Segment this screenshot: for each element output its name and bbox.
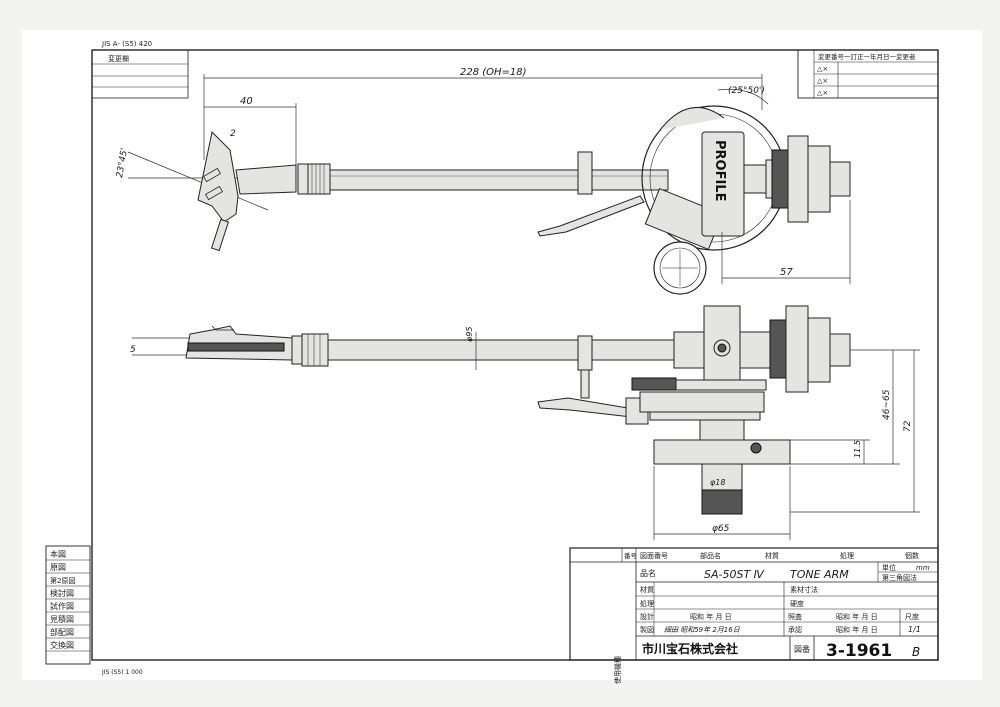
drawing-number: 3-1961 bbox=[826, 641, 892, 661]
part-name: SA-50ST Ⅳ bbox=[704, 568, 765, 581]
arm-rest-side bbox=[577, 335, 593, 371]
corner-stamp: 変更欄 bbox=[108, 54, 129, 63]
col-number: 番号 bbox=[624, 552, 638, 560]
dim-base-dia: φ65 bbox=[712, 524, 730, 534]
check-label: 照査 bbox=[788, 612, 802, 621]
antiskate-arc bbox=[659, 106, 725, 131]
col-drawing-number: 図面番号 bbox=[640, 552, 668, 560]
side-column: 本図 原図 第2原図 検討図 試作図 見積図 部配図 交換図 bbox=[45, 545, 91, 665]
cartridge-wires bbox=[187, 342, 285, 352]
dim-base-height: 11.5 bbox=[853, 440, 862, 458]
col-part-name: 部品名 bbox=[700, 551, 721, 560]
headshell-collar-side bbox=[301, 333, 329, 367]
dim-tube-dia: φ95 bbox=[465, 327, 474, 342]
units-value: mm bbox=[916, 564, 930, 572]
material-label: 材質 bbox=[640, 585, 654, 594]
title-block: 番号 図面番号 部品名 材質 処理 個数 品名 SA-50ST Ⅳ TONE A… bbox=[569, 547, 939, 684]
top-view: 228 (OH=18) 40 23°45' 2 bbox=[115, 67, 851, 295]
col-material: 材質 bbox=[765, 551, 779, 560]
dim-headshell: 40 bbox=[240, 96, 253, 107]
drawn-by: 細田 昭和59年 2月16日 bbox=[664, 626, 741, 634]
dim-pillar-dia: φ18 bbox=[710, 478, 725, 487]
treatment-label: 処理 bbox=[640, 599, 654, 608]
drawing-no-label: 図番 bbox=[794, 644, 810, 654]
revision-box: 変更番号一訂正一年月日一変更者 △× △× △× bbox=[797, 49, 939, 99]
footer-code: JIS (S5) 1 000 bbox=[101, 669, 143, 676]
hardness-label: 硬度 bbox=[790, 599, 804, 608]
side-item-2: 原図 bbox=[50, 563, 66, 572]
revision-header: 変更番号一訂正一年月日一変更者 bbox=[818, 52, 916, 61]
product-name: TONE ARM bbox=[790, 568, 849, 581]
approve-date: 昭和 年 月 日 bbox=[836, 625, 878, 634]
headshell-collar bbox=[307, 163, 331, 195]
approve-label: 承認 bbox=[788, 625, 802, 634]
arm-rest-top bbox=[577, 151, 593, 195]
dim-rear: 57 bbox=[780, 267, 793, 278]
counterweight-side bbox=[785, 305, 809, 393]
usage-label: 使用機種 bbox=[613, 656, 622, 684]
header-code: JIS A- (S5) 420 bbox=[101, 40, 152, 48]
counterweight-knurl-top bbox=[771, 149, 789, 209]
stamp-box bbox=[91, 49, 189, 99]
part-name-label: 品名 bbox=[640, 568, 656, 578]
projection-method: 第三角図法 bbox=[882, 573, 917, 582]
dim-total-length: 228 (OH=18) bbox=[460, 67, 527, 78]
side-item-5: 試作図 bbox=[50, 601, 74, 611]
scale-label: 尺度 bbox=[905, 612, 919, 621]
units-label: 単位 bbox=[882, 563, 896, 572]
dim-arc-angle: (25°50') bbox=[728, 86, 765, 96]
side-view: 5 φ95 bbox=[130, 305, 920, 540]
headshell-top bbox=[197, 130, 239, 223]
arm-tube-side bbox=[327, 339, 675, 361]
drawing-revision: B bbox=[912, 645, 920, 659]
revision-row-3: △× bbox=[817, 89, 828, 97]
side-item-8: 交換図 bbox=[50, 640, 74, 650]
counterweight-top bbox=[787, 135, 809, 223]
dim-total-height: 72 bbox=[903, 420, 913, 432]
arm-tube-top bbox=[329, 169, 669, 191]
revision-row-1: △× bbox=[817, 65, 828, 73]
thickness-label: 素材寸法 bbox=[790, 585, 818, 594]
col-treatment: 処理 bbox=[840, 551, 854, 560]
company-name: 市川宝石株式会社 bbox=[642, 641, 738, 656]
revision-row-2: △× bbox=[817, 77, 828, 85]
base-flange bbox=[639, 391, 765, 413]
side-item-6: 見積図 bbox=[50, 614, 74, 624]
brand-label: PROFILE bbox=[712, 140, 727, 201]
side-item-3: 第2原図 bbox=[50, 576, 75, 585]
counterweight-knurl-side bbox=[769, 319, 787, 379]
side-item-4: 検討図 bbox=[50, 588, 74, 598]
drawing-label: 製図 bbox=[640, 625, 654, 634]
dim-height-range: 46~65 bbox=[882, 389, 892, 420]
design-label: 設計 bbox=[640, 612, 654, 621]
dim-headshell-tip: 2 bbox=[230, 129, 236, 139]
scale-value: 1/1 bbox=[908, 625, 921, 634]
col-quantity: 個数 bbox=[905, 551, 919, 560]
side-item-1: 本図 bbox=[50, 549, 66, 559]
drawing-border bbox=[91, 49, 939, 661]
base-block bbox=[653, 439, 791, 465]
design-date: 昭和 年 月 日 bbox=[690, 612, 732, 621]
dim-height-left: 5 bbox=[130, 345, 136, 355]
lift-lever-top bbox=[537, 195, 645, 237]
finger-lift bbox=[210, 218, 230, 252]
check-date: 昭和 年 月 日 bbox=[836, 612, 878, 621]
side-item-7: 部配図 bbox=[50, 627, 74, 637]
